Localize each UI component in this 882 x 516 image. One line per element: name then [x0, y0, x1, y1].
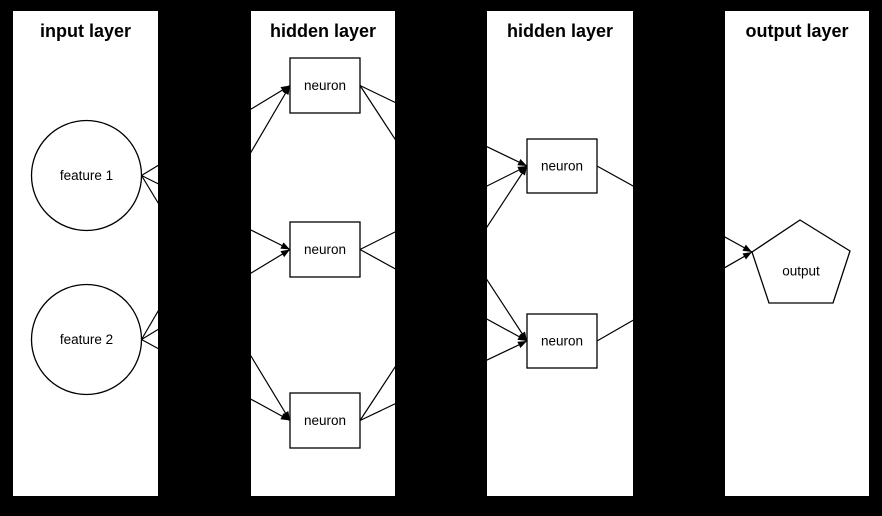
feature-1-ellipse	[30, 119, 143, 232]
feature-2-ellipse	[30, 283, 143, 396]
panel-title-output-layer: output layer	[745, 21, 848, 41]
node-hidden1-neuron-1: neuron	[289, 57, 361, 114]
node-hidden2-neuron-2: neuron	[526, 313, 598, 369]
output-label: output	[782, 264, 820, 279]
feature-2-label: feature 2	[60, 332, 113, 347]
hidden1-neuron-2-rect	[289, 221, 361, 278]
hidden1-neuron-2-label: neuron	[304, 242, 346, 257]
hidden1-neuron-3-rect	[289, 392, 361, 449]
output-pentagon	[751, 219, 851, 304]
panel-hidden-layer-2	[487, 11, 633, 496]
node-output: output	[751, 219, 851, 304]
hidden2-neuron-1-label: neuron	[541, 159, 583, 174]
hidden1-neuron-1-label: neuron	[304, 78, 346, 93]
feature-1-label: feature 1	[60, 168, 113, 183]
hidden2-neuron-1-rect	[526, 138, 598, 194]
hidden1-neuron-3-label: neuron	[304, 413, 346, 428]
panel-title-hidden-layer-2: hidden layer	[507, 21, 613, 41]
hidden2-neuron-2-label: neuron	[541, 334, 583, 349]
panel-title-hidden-layer-1: hidden layer	[270, 21, 376, 41]
node-hidden1-neuron-2: neuron	[289, 221, 361, 278]
panel-title-input-layer: input layer	[40, 21, 131, 41]
hidden1-neuron-1-rect	[289, 57, 361, 114]
node-hidden1-neuron-3: neuron	[289, 392, 361, 449]
node-feature-2: feature 2	[30, 283, 143, 396]
panel-input-layer	[13, 11, 158, 496]
hidden2-neuron-2-rect	[526, 313, 598, 369]
node-feature-1: feature 1	[30, 119, 143, 232]
node-hidden2-neuron-1: neuron	[526, 138, 598, 194]
